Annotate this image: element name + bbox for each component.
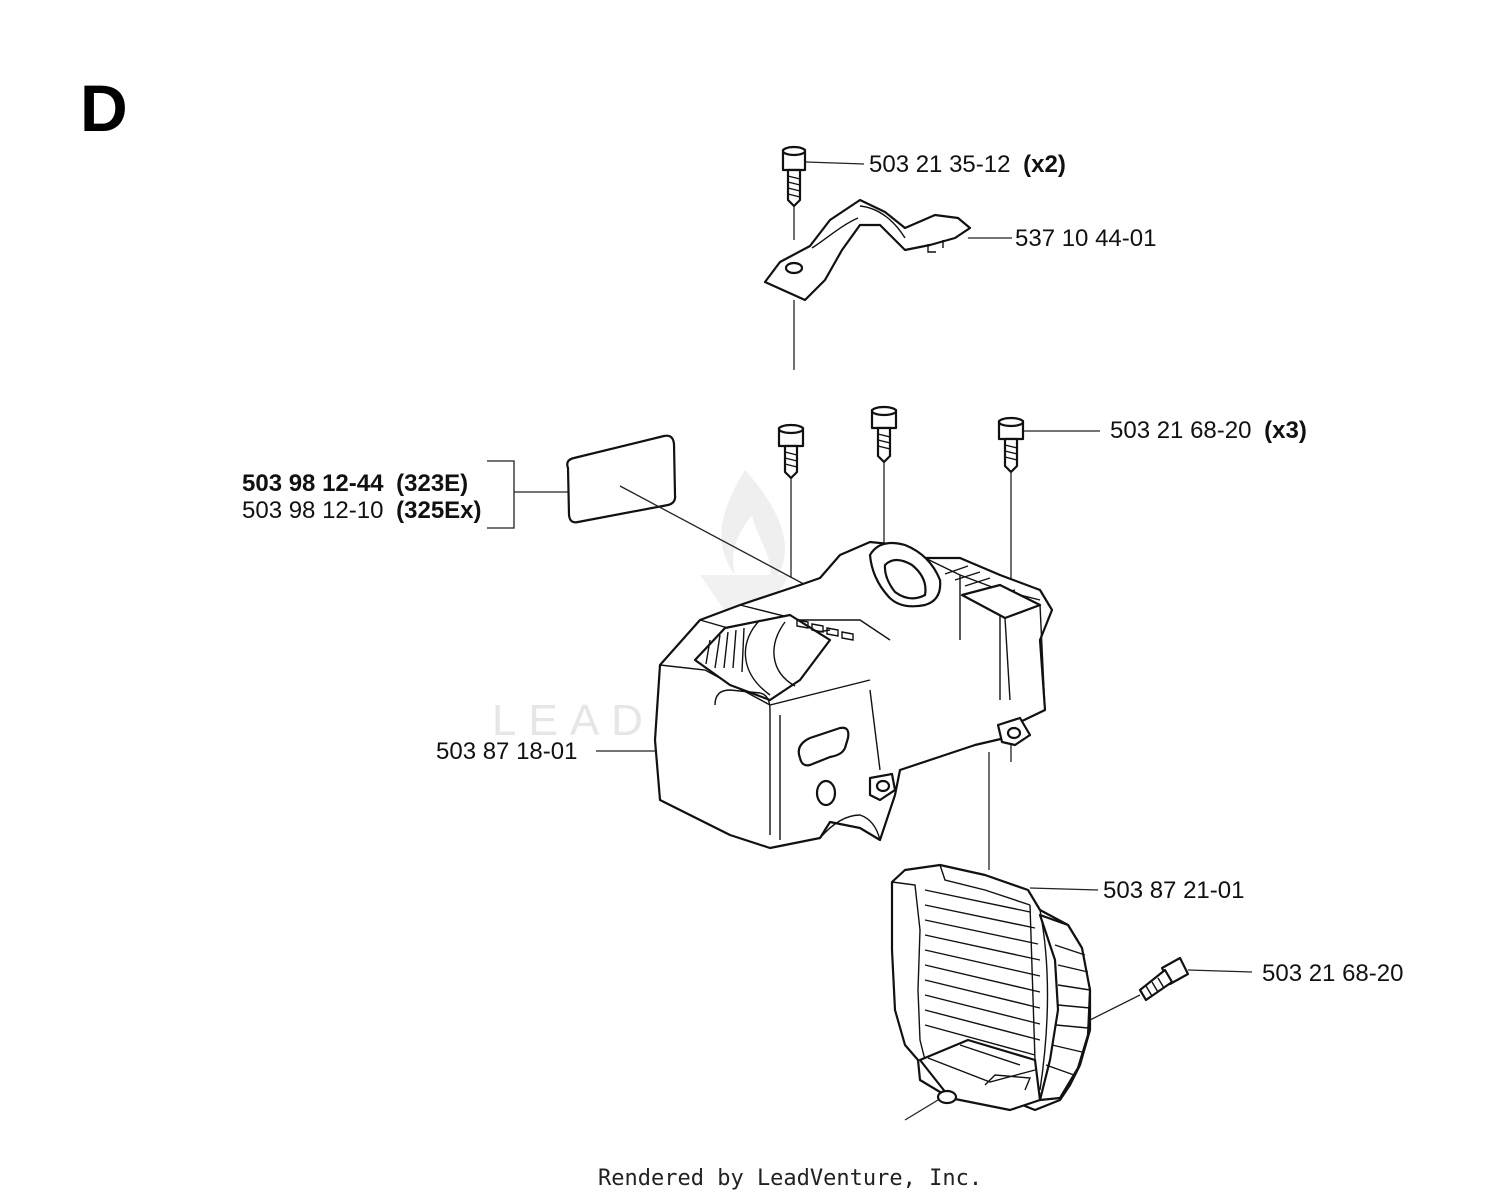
part-number: 503 21 35-12 xyxy=(869,151,1010,178)
screw-mid-center-icon[interactable] xyxy=(870,405,898,464)
callout-decal-323e: 503 98 12-44 (323E) xyxy=(242,470,468,497)
quantity: (x2) xyxy=(1023,151,1066,178)
model: (325Ex) xyxy=(396,497,481,524)
section-letter: D xyxy=(80,71,128,145)
part-number: 537 10 44-01 xyxy=(1015,225,1156,252)
part-number: 503 98 12-44 xyxy=(242,470,384,497)
callout-top-cover: 537 10 44-01 xyxy=(1015,225,1156,252)
screw-top-icon[interactable] xyxy=(781,145,807,208)
model: (323E) xyxy=(396,470,468,497)
callout-screw-side: 503 21 68-20 xyxy=(1262,960,1403,987)
callout-cylinder-cover: 503 87 18-01 xyxy=(436,738,577,765)
decal-icon[interactable] xyxy=(566,434,677,524)
callout-side-cover: 503 87 21-01 xyxy=(1103,877,1244,904)
part-number: 503 87 21-01 xyxy=(1103,877,1244,904)
screw-side-icon[interactable] xyxy=(1138,956,1190,1002)
callout-screws-mid: 503 21 68-20 (x3) xyxy=(1110,417,1307,444)
callout-decal-325ex: 503 98 12-10 (325Ex) xyxy=(242,497,482,524)
part-number: 503 98 12-10 xyxy=(242,497,383,524)
quantity: (x3) xyxy=(1264,417,1307,444)
footer-credit: Rendered by LeadVenture, Inc. xyxy=(598,1166,982,1191)
part-number: 503 87 18-01 xyxy=(436,738,577,765)
top-cover-icon[interactable] xyxy=(763,198,972,302)
screw-mid-right-icon[interactable] xyxy=(997,416,1025,474)
part-number: 503 21 68-20 xyxy=(1262,960,1403,987)
part-number: 503 21 68-20 xyxy=(1110,417,1251,444)
cylinder-cover-icon[interactable] xyxy=(653,540,1054,850)
callout-screw-top: 503 21 35-12 (x2) xyxy=(869,151,1066,178)
side-cover-icon[interactable] xyxy=(890,863,1092,1112)
screw-mid-left-icon[interactable] xyxy=(777,423,805,480)
